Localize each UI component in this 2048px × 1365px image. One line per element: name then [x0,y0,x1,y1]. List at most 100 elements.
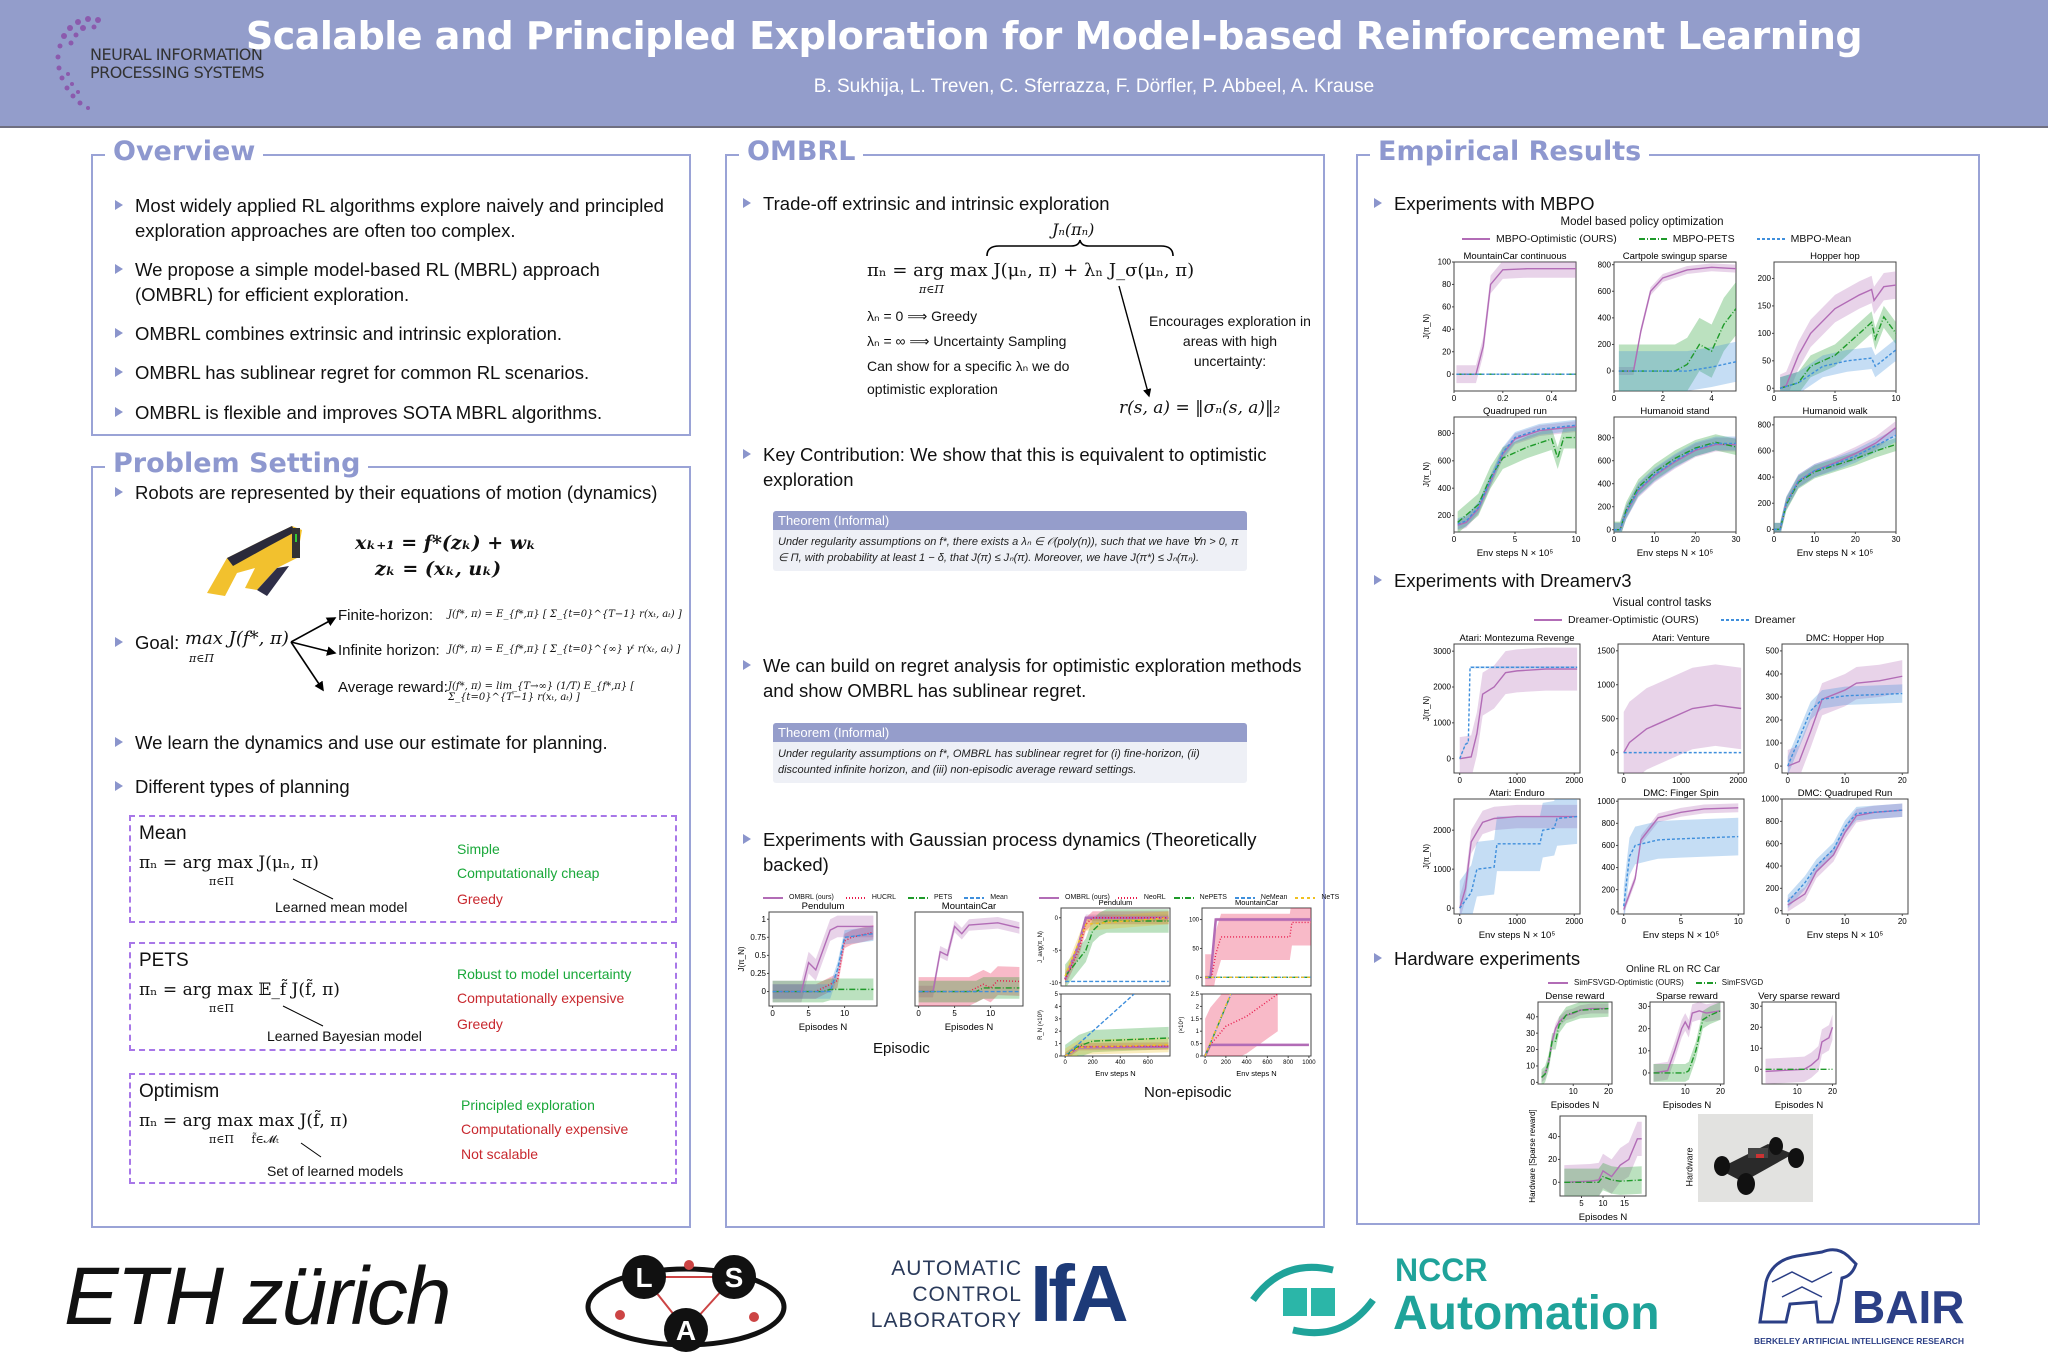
y-tick-label: 0 [1607,525,1612,534]
plot-area [1765,1014,1834,1084]
plot-frame [1453,798,1581,915]
y-tick-label: 1000 [1597,680,1615,689]
plan-box-pets: PETS πₙ = arg max 𝔼_f̃ J(f̃, π) π∈Π Lear… [129,942,677,1051]
eth-zurich-logo: ETH zürich [64,1250,452,1344]
plan-note: Learned mean model [275,899,408,915]
y-tick-label: 800 [1758,421,1772,430]
overview-bullet: Most widely applied RL algorithms explor… [113,193,675,243]
legend-swatch [964,896,985,899]
y-tick-label: 1 [1196,1029,1200,1035]
confidence-band [772,925,874,999]
plot-area [1787,660,1903,773]
legend-item: Dreamer [1720,614,1796,626]
confidence-band [1765,1014,1833,1084]
y-tick-label: 600 [1598,456,1612,465]
confidence-band [1457,426,1576,532]
y-tick-label: 1500 [1597,646,1615,655]
neurips-logo-text-2: PROCESSING SYSTEMS [90,63,265,82]
legend-label: Dreamer [1754,614,1796,626]
x-tick-label: 0 [1786,776,1791,785]
poster-header: NEURAL INFORMATION PROCESSING SYSTEMS Sc… [0,0,2048,128]
plot-frame [1537,1001,1613,1085]
plot-area [1457,419,1576,532]
robot-dog-image [207,526,302,596]
x-tick-label: 400 [1242,1060,1253,1066]
x-tick-label: 10 [1793,1087,1802,1096]
y-tick-label: 0 [1447,370,1452,379]
y-tick-label: 0 [1611,748,1616,757]
plot-title: Quadruped run [1483,406,1547,417]
plot-frame [1559,1115,1647,1197]
x-tick-label: 15 [1620,1199,1629,1208]
series-line-dreamer-optimistic-ours- [1787,675,1903,767]
y-axis-label: J_avg(π_N) [1038,931,1044,963]
y-tick-label: 800 [1766,817,1780,826]
y-tick-label: 100 [1758,329,1772,338]
automatic-control-lab-logo: AUTOMATIC CONTROL LABORATORY IfA [862,1249,1162,1338]
x-tick-label: 10 [986,1009,995,1018]
y-tick-label: 2.5 [1191,992,1200,998]
lambda-zero: λₙ = 0 ⟹ Greedy [867,308,978,324]
x-tick-label: 2 [1661,394,1666,403]
ombrl-objective: πₙ = arg max J(μₙ, π) + λₙ J_σ(μₙ, π) [867,260,1195,281]
series-line-nets [1064,917,1169,977]
plan-equation: πₙ = arg max max J(f̃, π) [139,1111,348,1131]
series-line-ombrl-ours- [1063,916,1169,980]
overview-panel: Overview Most widely applied RL algorith… [91,136,691,436]
y-tick-label: 100 [1189,918,1200,924]
bair-subtitle: BERKELEY ARTIFICIAL INTELLIGENCE RESEARC… [1754,1336,1964,1346]
y-tick-label: 10 [1526,1062,1535,1071]
plot-title: Humanoid stand [1640,406,1709,417]
plan-con: Computationally expensive [461,1121,629,1137]
x-axis-label: Episodes N [799,1022,848,1032]
plan-box-mean: Mean πₙ = arg max J(μₙ, π) π∈Π Learned m… [129,815,677,923]
y-tick-label: 1000 [1433,719,1451,728]
legend-label: SimFSVGD-Optimistic (OURS) [1574,978,1684,987]
legend-label: HUCRL [871,894,896,901]
x-tick-label: 5 [1579,1199,1584,1208]
plot-area [1618,263,1736,391]
x-tick-label: 0 [1772,394,1777,403]
series-line-neorl [1204,994,1279,1056]
plot-panel: Pendulum-10-50J_avg(π_N) [1038,898,1171,987]
series-line-simfsvgd [1541,1007,1609,1078]
series-line-ombrl-ours- [772,925,874,993]
y-tick-label: 1 [1055,1042,1059,1048]
y-tick-label: 20 [1750,1023,1759,1032]
ombrl-objective-subscript: π∈Π [919,283,944,296]
legend-swatch [1173,896,1194,899]
legend-label: NeoRL [1143,894,1166,901]
confidence-band [1774,428,1896,532]
plan-name: Optimism [139,1081,220,1102]
series-line-mbpo-mean [1618,361,1736,372]
y-tick-label: 0 [1055,1054,1059,1060]
series-line-mbpo-mean [1614,442,1736,531]
series-line-dreamer [1459,815,1578,909]
poster-title: Scalable and Principled Exploration for … [245,14,1863,58]
average-reward-equation: J(f*, π) = lim_{T→∞} (1/T) E_{f*,π} [ Σ_… [448,681,635,703]
y-tick-label: 0 [762,987,767,996]
y-tick-label: 0 [1775,762,1780,771]
plan-con: Not scalable [461,1146,539,1162]
x-tick-label: 600 [1262,1060,1273,1066]
x-tick-label: 20 [1691,535,1700,544]
x-tick-label: 0 [1458,776,1463,785]
series-line-mean [772,932,874,993]
legend-swatch [1234,896,1255,899]
y-tick-label: 0 [1607,367,1612,376]
confidence-band [1787,660,1903,773]
y-tick-label: 0 [1447,754,1452,763]
plan-box-optimism: Optimism πₙ = arg max max J(f̃, π) π∈Π f… [129,1073,677,1184]
series-line-mbpo-optimistic-ours- [1618,266,1736,372]
y-tick-label: 10 [1750,1044,1759,1053]
y-tick-label: 5 [1055,992,1059,998]
bair-text: BAIR [1852,1281,1965,1333]
plan-pro: Simple [457,841,500,857]
x-tick-label: 20 [1898,776,1907,785]
